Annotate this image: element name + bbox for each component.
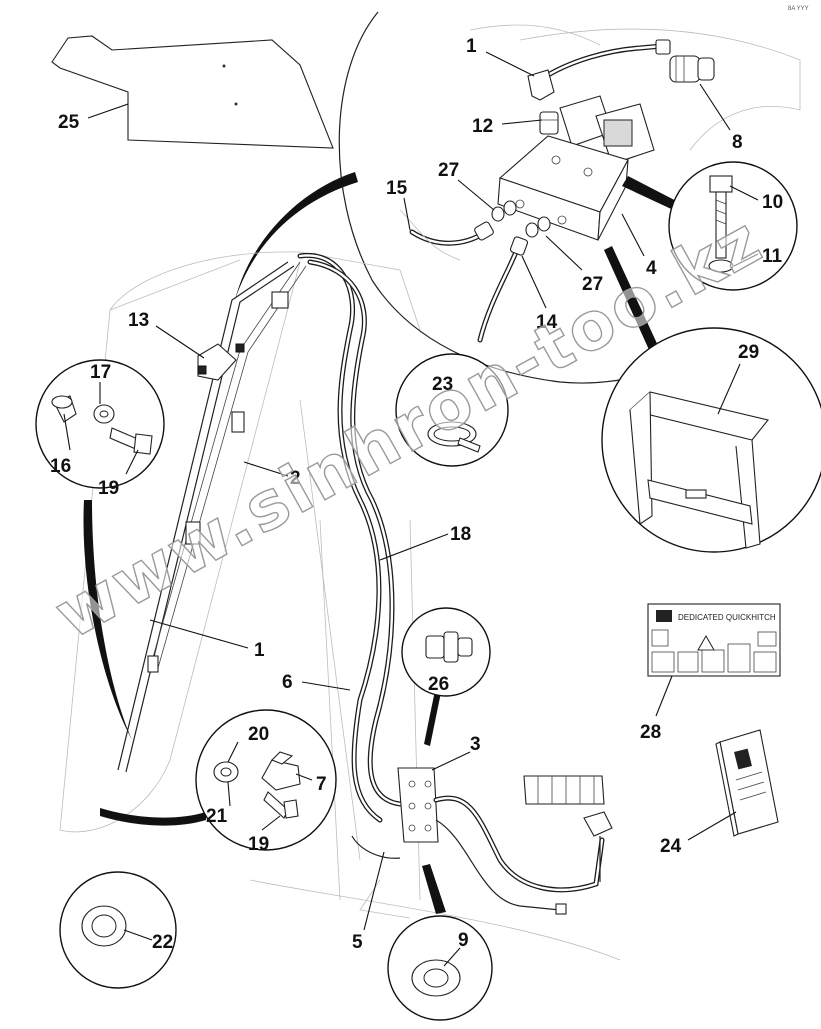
valve-detail-circle xyxy=(338,11,801,384)
grommet-circle-22 xyxy=(59,871,177,989)
detail-connector xyxy=(100,808,206,826)
leader-lines xyxy=(63,51,759,967)
callout-20: 20 xyxy=(248,724,269,745)
callout-29: 29 xyxy=(738,342,759,363)
hose-clip-circle xyxy=(395,353,509,467)
cover-plate-25 xyxy=(51,35,334,149)
callout-7: 7 xyxy=(316,774,327,795)
bracket-circle xyxy=(195,709,337,851)
guard-circle xyxy=(601,327,821,553)
corner-mark: 8A YYY xyxy=(788,6,809,12)
callout-3: 3 xyxy=(470,734,481,755)
main-hoses xyxy=(297,252,403,859)
callout-14: 14 xyxy=(536,312,558,333)
grommet-circle-9 xyxy=(387,915,493,1021)
callout-6: 6 xyxy=(282,672,293,693)
callout-10: 10 xyxy=(762,192,783,213)
callout-18: 18 xyxy=(450,524,471,545)
callout-15: 15 xyxy=(386,178,408,199)
callout-19-bottom: 19 xyxy=(248,834,269,855)
detail-connector xyxy=(422,864,446,914)
detail-connector xyxy=(235,172,358,300)
callout-11: 11 xyxy=(762,246,783,267)
callout-12: 12 xyxy=(472,116,493,137)
manifold-3 xyxy=(397,767,439,843)
callout-5: 5 xyxy=(352,932,363,953)
callout-9: 9 xyxy=(458,930,469,951)
fitting-circle xyxy=(401,607,491,697)
callout-19-top: 19 xyxy=(98,478,119,499)
callout-26: 26 xyxy=(428,674,449,695)
callout-8: 8 xyxy=(732,132,743,153)
detail-connector xyxy=(83,500,132,740)
callout-labels: 1 12 8 27 15 27 4 14 10 11 25 13 17 16 1… xyxy=(50,36,783,953)
callout-27-left: 27 xyxy=(438,160,459,181)
arm-pipes xyxy=(117,261,307,773)
callout-24: 24 xyxy=(660,836,682,857)
bolt-detail-circle xyxy=(668,161,798,291)
callout-2: 2 xyxy=(290,468,301,489)
callout-28: 28 xyxy=(640,722,661,743)
callout-27-right: 27 xyxy=(582,274,603,295)
callout-1-top: 1 xyxy=(466,36,477,57)
decal-28: DEDICATED QUICKHITCH xyxy=(647,603,781,677)
callout-1-mid: 1 xyxy=(254,640,265,661)
callout-17: 17 xyxy=(90,362,111,383)
callout-16: 16 xyxy=(50,456,71,477)
decal-title: DEDICATED QUICKHITCH xyxy=(678,613,776,622)
operator-manual-24 xyxy=(715,729,779,837)
bolt-kit-circle xyxy=(35,359,165,489)
detail-connector xyxy=(604,246,660,352)
callout-4: 4 xyxy=(646,258,657,279)
callout-13: 13 xyxy=(128,310,149,331)
callout-22: 22 xyxy=(152,932,173,953)
callout-25: 25 xyxy=(58,112,80,133)
callout-23: 23 xyxy=(432,374,453,395)
electrical-harness xyxy=(433,775,613,915)
callout-21: 21 xyxy=(206,806,228,827)
detail-connector xyxy=(622,176,686,214)
